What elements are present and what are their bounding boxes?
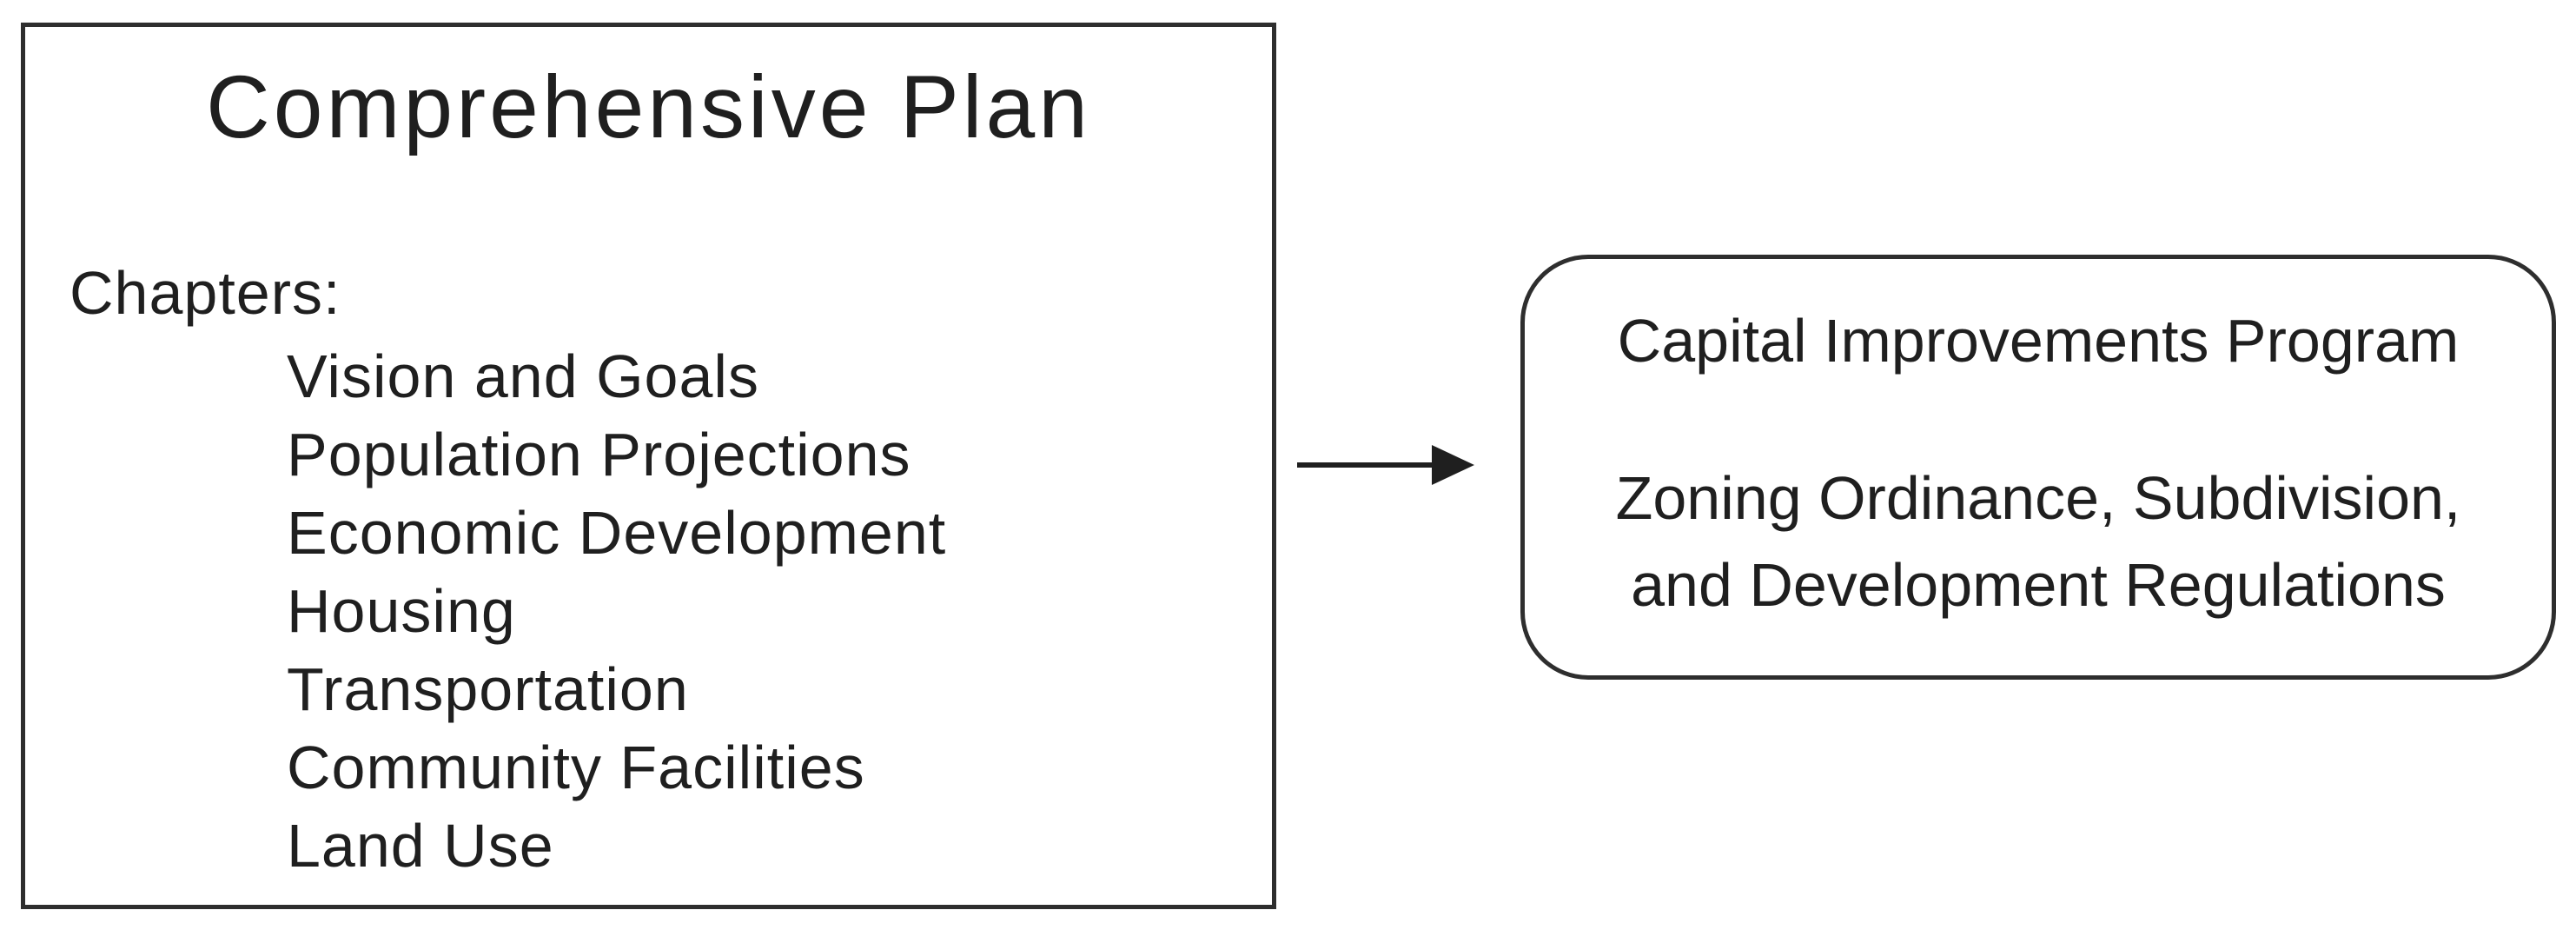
comprehensive-plan-title: Comprehensive Plan <box>206 57 1091 156</box>
chapter-item-population-projections: Population Projections <box>287 421 911 488</box>
chapter-item-land-use: Land Use <box>287 812 554 880</box>
zoning-regulations-line-2: and Development Regulations <box>1631 551 2446 619</box>
chapter-item-community-facilities: Community Facilities <box>287 734 865 801</box>
zoning-regulations-label: Zoning Ordinance, Subdivision, and Devel… <box>1525 455 2552 628</box>
capital-improvements-program-label: Capital Improvements Program <box>1617 307 2460 375</box>
chapter-item-vision-and-goals: Vision and Goals <box>287 342 759 410</box>
chapters-label: Chapters: <box>70 259 341 327</box>
zoning-regulations-line-1: Zoning Ordinance, Subdivision, <box>1615 464 2461 532</box>
right-arrow-icon <box>1297 445 1474 485</box>
chapter-item-housing: Housing <box>287 577 516 645</box>
chapter-item-economic-development: Economic Development <box>287 499 947 567</box>
implementation-box: Capital Improvements Program Zoning Ordi… <box>1520 255 2556 680</box>
chapter-list: Vision and Goals Population Projections … <box>287 337 946 885</box>
comprehensive-plan-box: Comprehensive Plan Chapters: Vision and … <box>21 23 1276 909</box>
chapter-item-transportation: Transportation <box>287 655 689 723</box>
